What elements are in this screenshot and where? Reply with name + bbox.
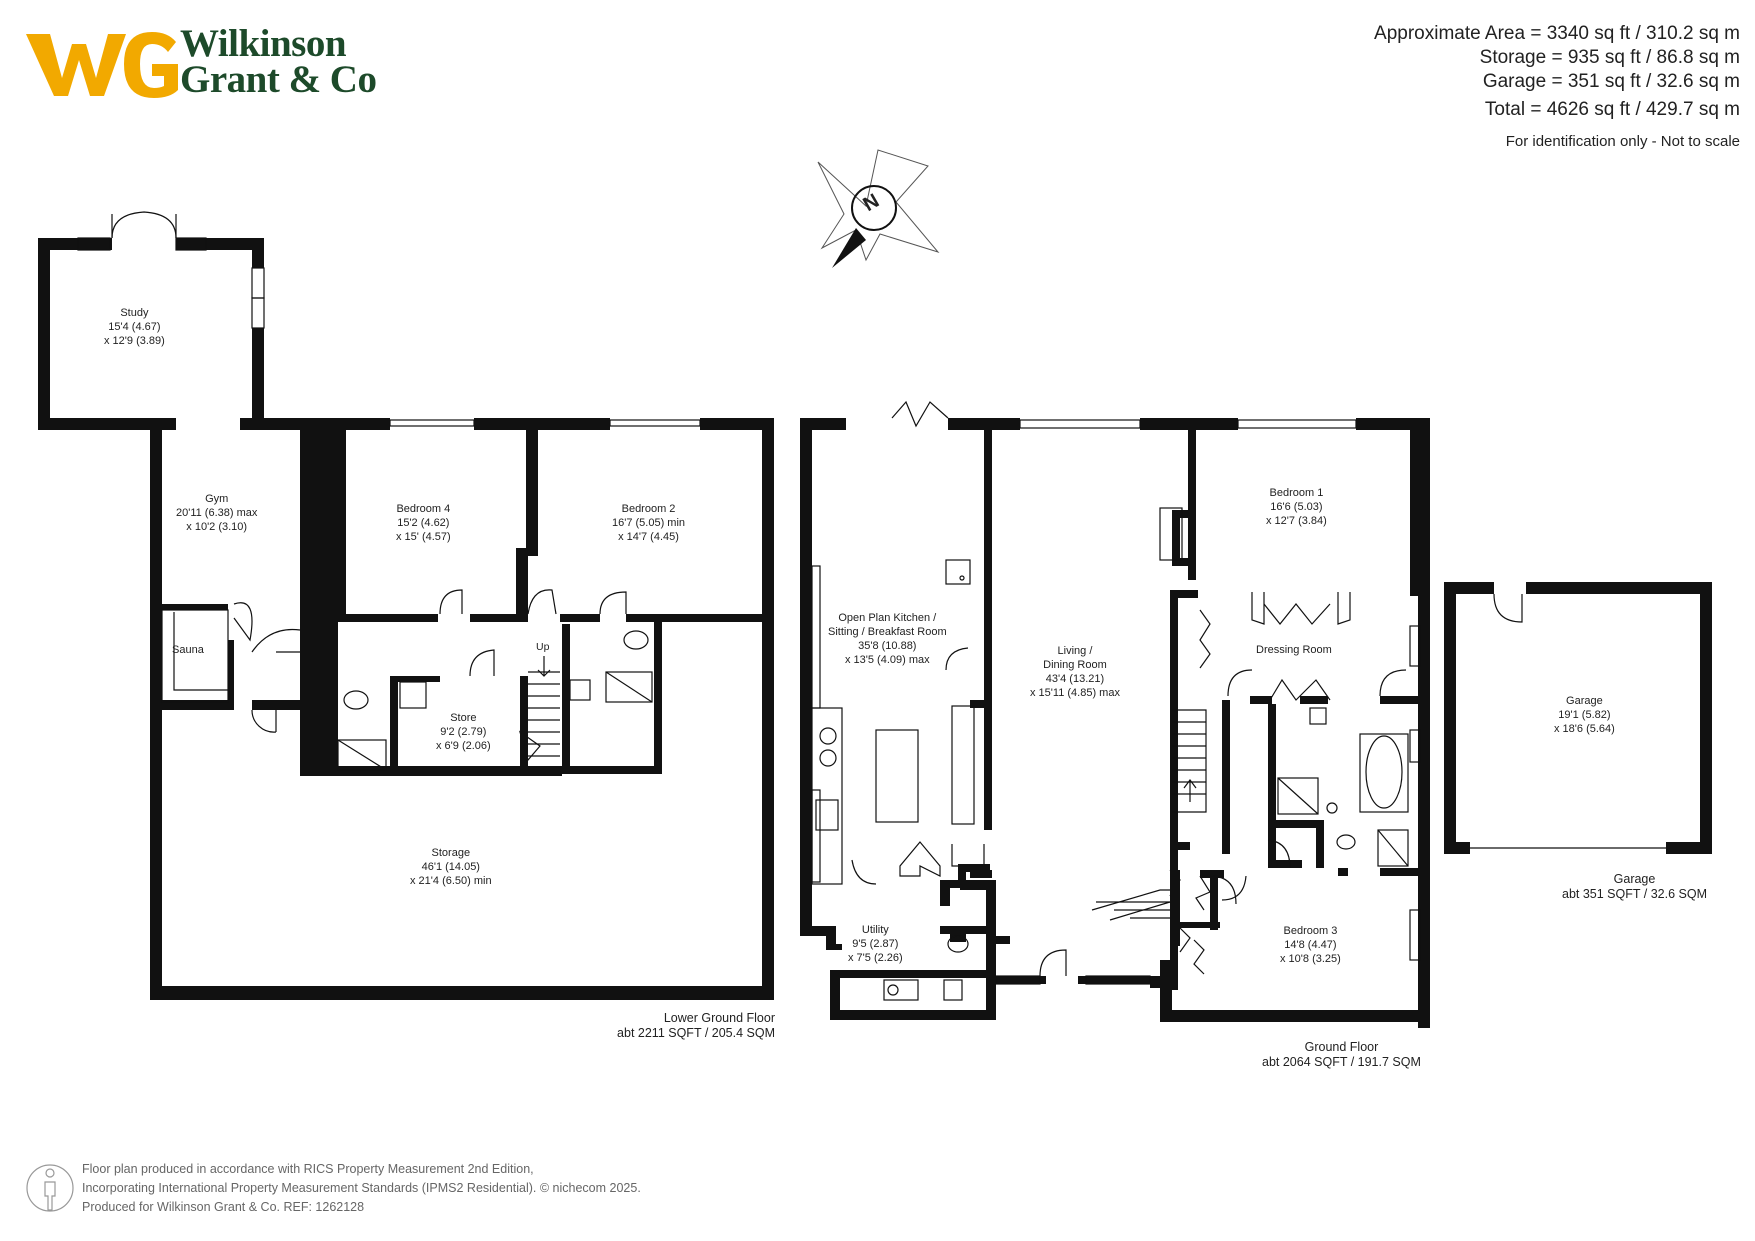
room-store-dim1: 9'2 (2.79) [440,726,487,738]
room-bedroom-3-dim1: 14'8 (4.47) [1284,939,1337,951]
room-storage: Storage 46'1 (14.05) x 21'4 (6.50) min [410,846,492,888]
room-bedroom-1-name: Bedroom 1 [1269,487,1324,499]
footer-line-2: Incorporating International Property Mea… [82,1181,641,1195]
room-living: Living / Dining Room 43'4 (13.21) x 15'1… [1030,644,1120,700]
room-kitchen-name2: Sitting / Breakfast Room [828,626,947,638]
room-bedroom-4-dim2: x 15' (4.57) [396,531,451,543]
room-gym-dim1: 20'11 (6.38) max [176,507,258,519]
room-sauna-name: Sauna [172,644,204,656]
ground-floor-walls [800,418,1430,1028]
room-living-dim2: x 15'11 (4.85) max [1030,687,1120,699]
room-dressing: Dressing Room [1256,643,1332,657]
footer-line-1: Floor plan produced in accordance with R… [82,1162,534,1176]
room-study-name: Study [120,307,149,319]
room-garage-dim2: x 18'6 (5.64) [1554,723,1615,735]
room-bedroom-4-dim1: 15'2 (4.62) [397,517,450,529]
room-store-dim2: x 6'9 (2.06) [436,740,491,752]
room-bedroom-2: Bedroom 2 16'7 (5.05) min x 14'7 (4.45) [612,502,685,544]
area-approximate: Approximate Area = 3340 sq ft / 310.2 sq… [1374,23,1740,44]
room-utility-dim2: x 7'5 (2.26) [848,952,903,964]
caption-garage-title: Garage [1613,872,1656,886]
room-garage-dim1: 19'1 (5.82) [1558,709,1611,721]
room-storage-dim2: x 21'4 (6.50) min [410,875,492,887]
garage-walls [1444,582,1712,854]
room-garage-name: Garage [1566,695,1603,707]
caption-lower-area: abt 2211 SQFT / 205.4 SQM [617,1026,775,1040]
room-living-name1: Living / [1057,645,1093,657]
room-utility-name: Utility [861,924,889,936]
compass-graphic [817,149,940,262]
room-living-dim1: 43'4 (13.21) [1045,673,1105,685]
room-bedroom-4-name: Bedroom 4 [396,503,451,515]
caption-garage-area: abt 351 SQFT / 32.6 SQM [1562,887,1707,901]
room-kitchen: Open Plan Kitchen / Sitting / Breakfast … [828,611,947,667]
room-gym-name: Gym [205,493,229,505]
room-bedroom-2-name: Bedroom 2 [621,503,676,515]
room-kitchen-name1: Open Plan Kitchen / [838,612,937,624]
room-bedroom-2-dim2: x 14'7 (4.45) [618,531,679,543]
room-study-dim1: 15'4 (4.67) [108,321,161,333]
room-gym: Gym 20'11 (6.38) max x 10'2 (3.10) [176,492,257,534]
caption-garage: Garage abt 351 SQFT / 32.6 SQM [1562,872,1707,902]
room-sauna: Sauna [172,643,204,657]
room-bedroom-3-name: Bedroom 3 [1283,925,1338,937]
room-bedroom-1-dim2: x 12'7 (3.84) [1266,515,1327,527]
caption-lower-title: Lower Ground Floor [663,1011,775,1025]
area-total: Total = 4626 sq ft / 429.7 sq m [1484,99,1740,120]
room-store: Store 9'2 (2.79) x 6'9 (2.06) [436,711,491,753]
room-bedroom-2-dim1: 16'7 (5.05) min [612,517,686,529]
caption-ground-floor: Ground Floor abt 2064 SQFT / 191.7 SQM [1262,1040,1421,1070]
room-utility: Utility 9'5 (2.87) x 7'5 (2.26) [848,923,903,965]
room-bedroom-1: Bedroom 1 16'6 (5.03) x 12'7 (3.84) [1266,486,1327,528]
stairs-up-text: Up [536,641,550,653]
stairs-up-label: Up [536,640,549,654]
room-study: Study 15'4 (4.67) x 12'9 (3.89) [104,306,165,348]
area-summary: Approximate Area = 3340 sq ft / 310.2 sq… [1374,22,1740,154]
wg-logo-mark [26,32,178,98]
room-store-name: Store [450,712,477,724]
footer-credits: Floor plan produced in accordance with R… [82,1160,641,1217]
room-utility-dim1: 9'5 (2.87) [852,938,899,950]
scale-note: For identification only - Not to scale [1505,133,1740,150]
room-bedroom-3-dim2: x 10'8 (3.25) [1280,953,1341,965]
area-storage: Storage = 935 sq ft / 86.8 sq m [1479,47,1740,68]
room-kitchen-dim1: 35'8 (10.88) [858,640,917,652]
room-bedroom-3: Bedroom 3 14'8 (4.47) x 10'8 (3.25) [1280,924,1341,966]
caption-ground-title: Ground Floor [1304,1040,1379,1054]
brand-name-line2: Grant & Co [180,58,377,101]
room-bedroom-4: Bedroom 4 15'2 (4.62) x 15' (4.57) [396,502,451,544]
caption-ground-area: abt 2064 SQFT / 191.7 SQM [1262,1055,1421,1069]
footer-line-3: Produced for Wilkinson Grant & Co. REF: … [82,1200,365,1214]
study-walls [38,238,340,430]
room-storage-dim1: 46'1 (14.05) [421,861,480,873]
room-gym-dim2: x 10'2 (3.10) [186,521,248,533]
brand-name-line1: Wilkinson [180,22,347,65]
caption-lower-ground-floor: Lower Ground Floor abt 2211 SQFT / 205.4… [617,1011,775,1041]
room-study-dim2: x 12'9 (3.89) [104,335,165,347]
room-dressing-name: Dressing Room [1256,644,1332,656]
area-garage: Garage = 351 sq ft / 32.6 sq m [1482,71,1740,92]
room-bedroom-1-dim1: 16'6 (5.03) [1270,501,1323,513]
lower-floor-walls [150,418,774,1000]
brand-name: Wilkinson Grant & Co [180,22,377,101]
room-kitchen-dim2: x 13'5 (4.09) max [844,654,930,666]
room-living-name2: Dining Room [1043,659,1107,671]
room-storage-name: Storage [431,847,471,859]
room-garage: Garage 19'1 (5.82) x 18'6 (5.64) [1554,694,1615,736]
person-icon [26,1164,74,1212]
